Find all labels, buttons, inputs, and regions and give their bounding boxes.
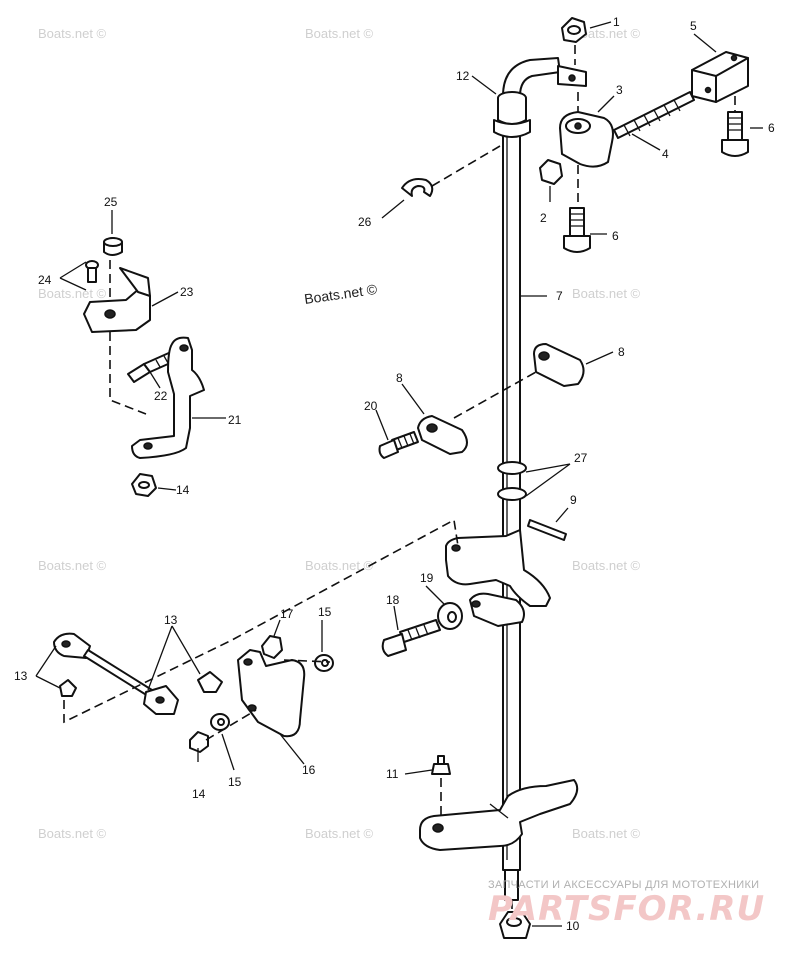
callout-15: 15 bbox=[318, 605, 332, 619]
pin bbox=[527, 519, 567, 541]
bolt bbox=[378, 431, 419, 459]
threaded-rod bbox=[613, 91, 695, 139]
watermark: Boats.net © bbox=[305, 826, 374, 841]
shop-caption: ЗАПЧАСТИ И АКСЕССУАРЫ ДЛЯ МОТОТЕХНИКИ bbox=[488, 879, 759, 891]
callout-21: 21 bbox=[228, 413, 242, 427]
lever-arm bbox=[453, 343, 585, 419]
nut bbox=[539, 159, 563, 185]
callout-25: 25 bbox=[104, 195, 118, 209]
watermark: Boats.net © bbox=[305, 26, 374, 41]
screw bbox=[431, 755, 451, 816]
callout-11: 11 bbox=[386, 767, 399, 781]
ball-joint bbox=[53, 632, 91, 697]
callout-9: 9 bbox=[570, 493, 577, 507]
shift-shaft bbox=[493, 57, 561, 901]
callout-12: 12 bbox=[456, 69, 470, 83]
callout-6: 6 bbox=[612, 229, 619, 243]
washer bbox=[314, 654, 334, 672]
screw bbox=[85, 260, 99, 283]
link-rod bbox=[83, 649, 223, 715]
ring bbox=[497, 461, 527, 475]
callout-8: 8 bbox=[396, 371, 403, 385]
mount-plate bbox=[237, 649, 306, 738]
e-clip bbox=[401, 145, 501, 197]
bolt bbox=[381, 619, 441, 657]
nut bbox=[189, 731, 209, 753]
watermark: Boats.net © bbox=[38, 26, 107, 41]
leader-lines bbox=[35, 21, 763, 927]
callout-3: 3 bbox=[616, 83, 623, 97]
callout-2: 2 bbox=[540, 211, 547, 225]
callout-4: 4 bbox=[662, 147, 669, 161]
callout-23: 23 bbox=[180, 285, 194, 299]
shift-lever bbox=[445, 529, 551, 627]
watermark: Boats.net © bbox=[305, 558, 374, 573]
top-bracket bbox=[557, 17, 587, 87]
callout-18: 18 bbox=[386, 593, 400, 607]
callout-5: 5 bbox=[690, 19, 697, 33]
cap bbox=[103, 237, 123, 256]
shop-logo: PARTSFOR.RU bbox=[488, 889, 765, 929]
main-watermark: Boats.net © bbox=[303, 281, 379, 307]
watermark: Boats.net © bbox=[38, 558, 107, 573]
washer bbox=[210, 713, 230, 731]
callout-15: 15 bbox=[228, 775, 242, 789]
watermark: Boats.net © bbox=[38, 286, 107, 301]
callout-24: 24 bbox=[38, 273, 52, 287]
bottom-lever bbox=[419, 779, 579, 851]
callout-19: 19 bbox=[420, 571, 434, 585]
bracket bbox=[131, 336, 205, 459]
callout-7: 7 bbox=[556, 289, 563, 303]
shop-watermark: ЗАПЧАСТИ И АКСЕССУАРЫ ДЛЯ МОТОТЕХНИКИ PA… bbox=[488, 879, 765, 929]
shoulder-bolt bbox=[721, 111, 749, 157]
link-bracket bbox=[83, 260, 151, 415]
callout-1: 1 bbox=[613, 15, 620, 29]
callout-14: 14 bbox=[192, 787, 206, 801]
callout-labels: 1 2 3 4 5 6 6 7 8 8 9 10 11 12 13 13 14 … bbox=[14, 15, 775, 933]
assembly-line bbox=[205, 709, 257, 741]
callout-13: 13 bbox=[164, 613, 178, 627]
washer bbox=[437, 602, 463, 630]
callout-16: 16 bbox=[302, 763, 316, 777]
nut bbox=[131, 473, 157, 497]
watermark-layer: Boats.net © Boats.net © Boats.net © Boat… bbox=[38, 26, 641, 841]
callout-8: 8 bbox=[618, 345, 625, 359]
callout-22: 22 bbox=[154, 389, 168, 403]
end-block bbox=[691, 51, 749, 112]
watermark: Boats.net © bbox=[572, 558, 641, 573]
watermark: Boats.net © bbox=[572, 26, 641, 41]
assembly-line bbox=[63, 518, 459, 724]
callout-26: 26 bbox=[358, 215, 372, 229]
watermark: Boats.net © bbox=[38, 826, 107, 841]
assembly-line bbox=[283, 659, 331, 663]
callout-14: 14 bbox=[176, 483, 190, 497]
lever-arm bbox=[417, 415, 468, 455]
callout-17: 17 bbox=[280, 607, 294, 621]
ring bbox=[497, 487, 527, 501]
callout-6: 6 bbox=[768, 121, 775, 135]
watermark: Boats.net © bbox=[572, 286, 641, 301]
callout-10: 10 bbox=[566, 919, 580, 933]
nut bbox=[261, 635, 283, 659]
nut bbox=[499, 900, 531, 939]
shoulder-bolt bbox=[563, 207, 591, 253]
callout-27: 27 bbox=[574, 451, 588, 465]
callout-13: 13 bbox=[14, 669, 28, 683]
clamp-block bbox=[559, 92, 614, 210]
watermark: Boats.net © bbox=[572, 826, 641, 841]
callout-20: 20 bbox=[364, 399, 378, 413]
